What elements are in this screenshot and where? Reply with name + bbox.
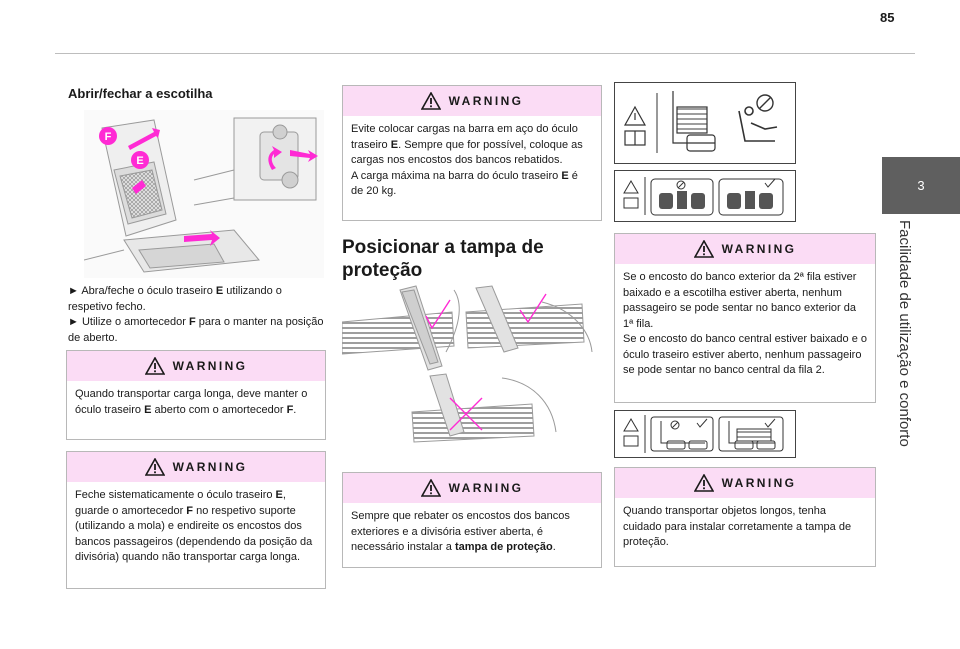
warning-text: Quando transportar objetos longos, tenha… [623, 505, 852, 548]
no-entry-icon [670, 420, 680, 430]
warning-text: Se o encosto do banco exterior da 2ª fil… [623, 271, 867, 376]
warning-box: WARNING Sempre que rebater os encostos d… [342, 472, 602, 568]
warning-box: WARNING Evite colocar cargas na barra em… [342, 85, 602, 221]
warning-triangle-icon [420, 479, 441, 497]
warning-header: WARNING [615, 234, 875, 264]
warning-box: WARNING Se o encosto do banco exterior d… [614, 233, 876, 403]
warning-text: Feche sistematicamente o óculo traseiro … [75, 489, 313, 563]
manual-book-icon [623, 435, 639, 447]
check-icon [425, 299, 451, 330]
warning-text: Evite colocar cargas na barra em aço do … [351, 123, 583, 197]
check-icon [764, 178, 776, 188]
manual-book-icon [623, 197, 639, 209]
hatch-instructions: ► Abra/feche o óculo traseiro E utilizan… [68, 284, 328, 346]
cover-figure [341, 282, 598, 452]
chapter-title: Facilidade de utilização e conforto [896, 220, 913, 447]
no-entry-icon [756, 94, 774, 112]
check-icon [696, 418, 776, 428]
instruction-item: ► Abra/feche o óculo traseiro E utilizan… [68, 285, 282, 313]
seat-warning-label-3 [614, 410, 796, 458]
warning-box: WARNING Quando transportar objetos longo… [614, 467, 876, 567]
warning-triangle-icon [144, 458, 165, 476]
seat-warning-label-2 [614, 170, 796, 222]
warning-triangle-icon [623, 418, 639, 432]
section-title-cover: Posicionar a tampa de proteção [342, 237, 544, 281]
page-number: 85 [880, 10, 895, 25]
seat-icon [738, 106, 778, 142]
chapter-tab[interactable]: 3 [882, 157, 960, 214]
check-icon [519, 293, 547, 324]
warning-box: WARNING Feche sistematicamente o óculo t… [66, 451, 326, 589]
warning-header: WARNING [67, 351, 325, 381]
warning-triangle-icon [693, 240, 714, 258]
warning-triangle-icon [623, 105, 647, 126]
warning-header: WARNING [615, 468, 875, 498]
manual-book-icon [624, 130, 646, 146]
warning-text: Sempre que rebater os encostos dos banco… [351, 510, 570, 553]
instruction-item: ► Utilize o amortecedor F para o manter … [68, 316, 324, 344]
warning-header: WARNING [67, 452, 325, 482]
warning-text: Quando transportar carga longa, deve man… [75, 388, 308, 416]
warning-triangle-icon [144, 357, 165, 375]
warning-triangle-icon [420, 92, 441, 110]
header-rule [55, 53, 915, 54]
label-f: F [105, 131, 112, 143]
seat-warning-label-1 [614, 82, 796, 164]
warning-header: WARNING [343, 86, 601, 116]
warning-triangle-icon [623, 180, 639, 194]
warning-triangle-icon [693, 474, 714, 492]
no-entry-icon [676, 180, 686, 190]
warning-header: WARNING [343, 473, 601, 503]
hatch-figure: F E [83, 110, 324, 278]
section-title-hatch: Abrir/fechar a escotilha [68, 86, 213, 101]
cross-icon [449, 397, 483, 431]
label-e: E [136, 155, 143, 167]
warning-box: WARNING Quando transportar carga longa, … [66, 350, 326, 440]
